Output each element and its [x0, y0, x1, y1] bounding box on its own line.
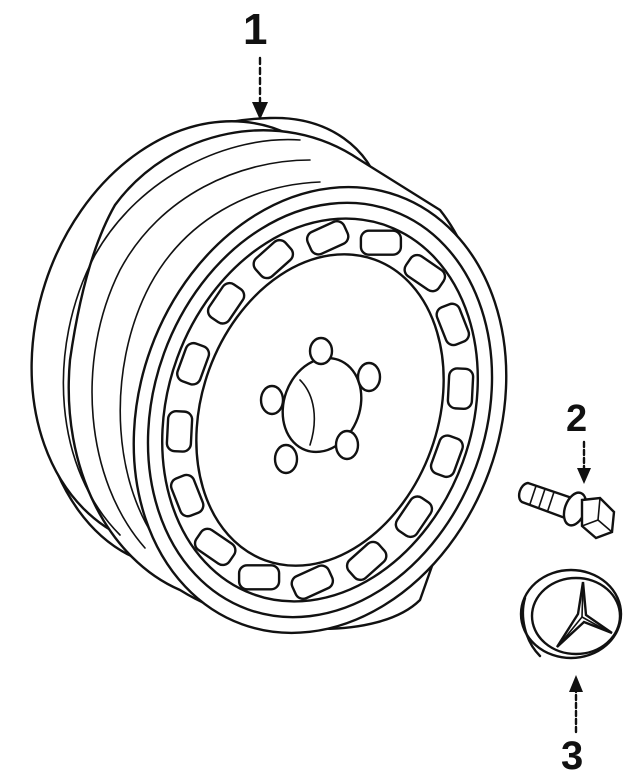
- leader-arrow-1: [252, 56, 268, 120]
- wheel-window: [345, 540, 388, 582]
- wheel-windows: [165, 219, 475, 601]
- callout-number-bolt: 2: [566, 398, 588, 440]
- alloy-wheel-icon: [30, 116, 508, 635]
- leader-arrow-3: [569, 675, 583, 734]
- wheel-window: [429, 434, 464, 479]
- center-cap-star-icon: [519, 568, 623, 660]
- wheel-window: [206, 281, 246, 325]
- wheel-window: [446, 367, 475, 410]
- wheel-window: [359, 229, 403, 256]
- wheel-window: [435, 302, 471, 347]
- leader-arrow-2: [577, 440, 591, 484]
- wheel-window: [403, 253, 447, 293]
- wheel-window: [193, 527, 237, 567]
- wheel-window: [169, 473, 205, 518]
- wheel-window: [305, 219, 350, 256]
- callout-number-center-cap: 3: [561, 734, 584, 778]
- wheel-window: [394, 495, 434, 539]
- callout-number-wheel: 1: [243, 5, 268, 54]
- wheel-window: [165, 410, 194, 453]
- wheel-window: [290, 564, 335, 601]
- wheel-window: [237, 564, 281, 591]
- wheel-window: [176, 341, 211, 386]
- wheel-window: [252, 238, 295, 280]
- wheel-bolt-icon: [517, 481, 616, 540]
